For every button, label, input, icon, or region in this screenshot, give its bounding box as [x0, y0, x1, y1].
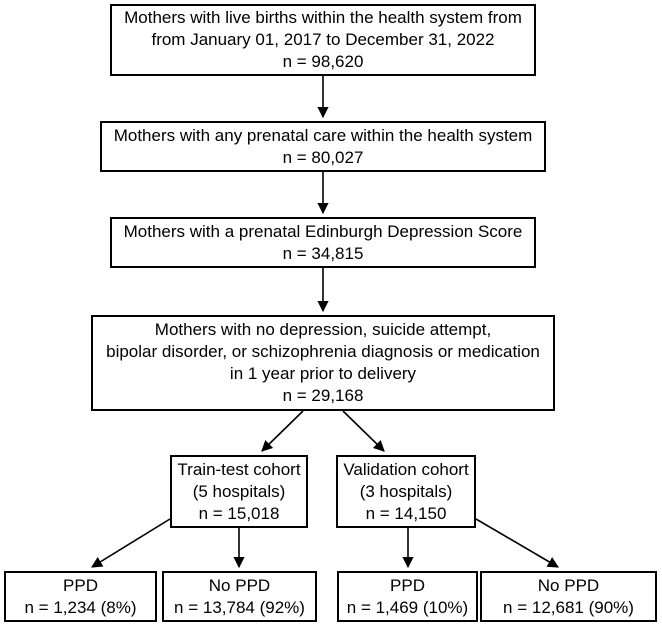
flow-box-count: n = 98,620 [282, 52, 364, 71]
flow-box-label: PPD [63, 575, 98, 595]
flow-box-edinburgh-score: Mothers with a prenatal Edinburgh Depres… [110, 217, 536, 268]
flow-box-train-test-cohort: Train-test cohort (5 hospitals) n = 15,0… [170, 455, 308, 528]
flow-box-text-line: Validation cohort [343, 459, 469, 479]
arrow-step4-to-validation [342, 410, 385, 452]
flow-box-count: n = 13,784 (92%) [174, 597, 305, 617]
flow-box-text-line: Mothers with live births within the heal… [124, 8, 522, 27]
arrow-step4-to-train-test [261, 410, 304, 452]
flow-box-text-line: in 1 year prior to delivery [229, 364, 417, 383]
flow-box-text-line: (5 hospitals) [192, 481, 286, 501]
flow-box-text-line: from January 01, 2017 to December 31, 20… [151, 30, 495, 49]
flow-box-label: PPD [390, 575, 425, 595]
flow-box-count: n = 1,234 (8%) [24, 597, 137, 617]
flow-box-live-births: Mothers with live births within the heal… [110, 4, 536, 76]
flow-box-count: n = 1,469 (10%) [346, 597, 469, 617]
flow-box-text-line: Mothers with any prenatal care within th… [113, 125, 533, 145]
flow-box-validation-ppd: PPD n = 1,469 (10%) [337, 571, 478, 622]
flow-box-train-ppd: PPD n = 1,234 (8%) [4, 571, 157, 622]
flow-box-validation-cohort: Validation cohort (3 hospitals) n = 14,1… [336, 455, 476, 528]
arrow-validation-to-no-ppd [475, 518, 559, 568]
flow-box-text-line: Mothers with no depression, suicide atte… [154, 320, 492, 339]
flow-box-text-line: (3 hospitals) [359, 481, 453, 501]
flow-box-validation-no-ppd: No PPD n = 12,681 (90%) [480, 571, 657, 622]
flow-box-text-line: Train-test cohort [177, 459, 301, 479]
flow-box-text-line: bipolar disorder, or schizophrenia diagn… [106, 342, 540, 361]
flow-box-label: No PPD [208, 575, 271, 595]
flow-box-text-line: Mothers with a prenatal Edinburgh Depres… [123, 221, 523, 241]
flow-box-count: n = 34,815 [282, 243, 364, 263]
flow-box-count: n = 80,027 [282, 147, 364, 167]
flow-box-label: No PPD [537, 575, 600, 595]
flow-box-count: n = 15,018 [198, 503, 280, 523]
flow-box-train-no-ppd: No PPD n = 13,784 (92%) [162, 571, 317, 622]
flow-box-no-depression: Mothers with no depression, suicide atte… [91, 315, 555, 411]
arrow-train-test-to-ppd [91, 518, 171, 568]
flow-box-prenatal-care: Mothers with any prenatal care within th… [100, 121, 546, 172]
flow-box-count: n = 12,681 (90%) [503, 597, 634, 617]
flow-box-count: n = 29,168 [282, 386, 364, 405]
flow-box-count: n = 14,150 [365, 503, 447, 523]
